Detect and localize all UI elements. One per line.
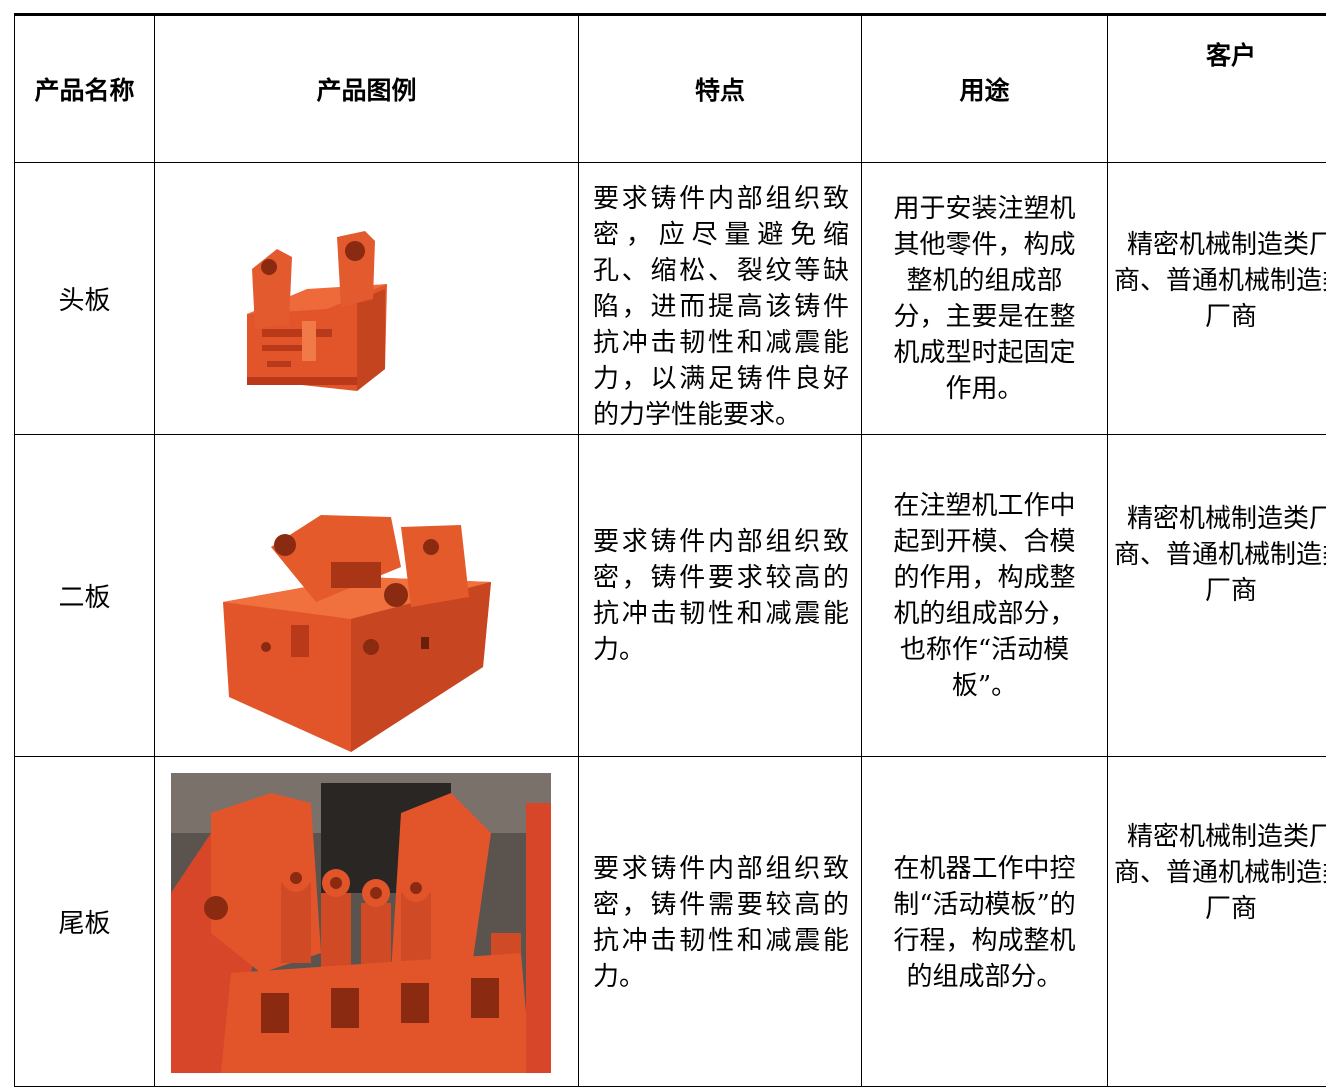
product-use: 在机器工作中控制“活动模板”的行程，构成整机的组成部分。 [862, 757, 1108, 1087]
tail-plate-casting-photo [171, 773, 551, 1073]
product-image-cell [155, 757, 579, 1087]
header-customers: 客户 [1108, 16, 1326, 163]
head-plate-casting-photo [207, 229, 397, 401]
product-table: 产品名称 产品图例 特点 用途 客户 头板 [14, 15, 1326, 1087]
table-row: 尾板 [15, 757, 1326, 1087]
product-image-cell [155, 163, 579, 435]
product-customers: 精密机械制造类厂商、普通机械制造类厂商 [1108, 757, 1326, 1087]
product-features: 要求铸件内部组织致密，铸件要求较高的抗冲击韧性和减震能力。 [579, 435, 862, 757]
product-use: 用于安装注塑机其他零件，构成整机的组成部分，主要是在整机成型时起固定作用。 [862, 163, 1108, 435]
header-product-image: 产品图例 [155, 16, 579, 163]
product-features: 要求铸件内部组织致密，铸件需要较高的抗冲击韧性和减震能力。 [579, 757, 862, 1087]
second-plate-casting-photo [221, 507, 497, 755]
product-customers: 精密机械制造类厂商、普通机械制造类厂商 [1108, 163, 1326, 435]
product-image-cell [155, 435, 579, 757]
header-use: 用途 [862, 16, 1108, 163]
table-row: 二板 要求铸件内部组织 [15, 435, 1326, 757]
table-row: 头板 要求铸件内部组织致密，应尽量避免缩孔、 [15, 163, 1326, 435]
product-customers: 精密机械制造类厂商、普通机械制造类厂商 [1108, 435, 1326, 757]
product-use: 在注塑机工作中起到开模、合模的作用，构成整机的组成部分，也称作“活动模板”。 [862, 435, 1108, 757]
header-features: 特点 [579, 16, 862, 163]
product-features: 要求铸件内部组织致密，应尽量避免缩孔、缩松、裂纹等缺陷，进而提高该铸件抗冲击韧性… [579, 163, 862, 435]
product-name: 尾板 [15, 757, 155, 1087]
product-name: 头板 [15, 163, 155, 435]
header-row: 产品名称 产品图例 特点 用途 客户 [15, 16, 1326, 163]
header-product-name: 产品名称 [15, 16, 155, 163]
product-name: 二板 [15, 435, 155, 757]
